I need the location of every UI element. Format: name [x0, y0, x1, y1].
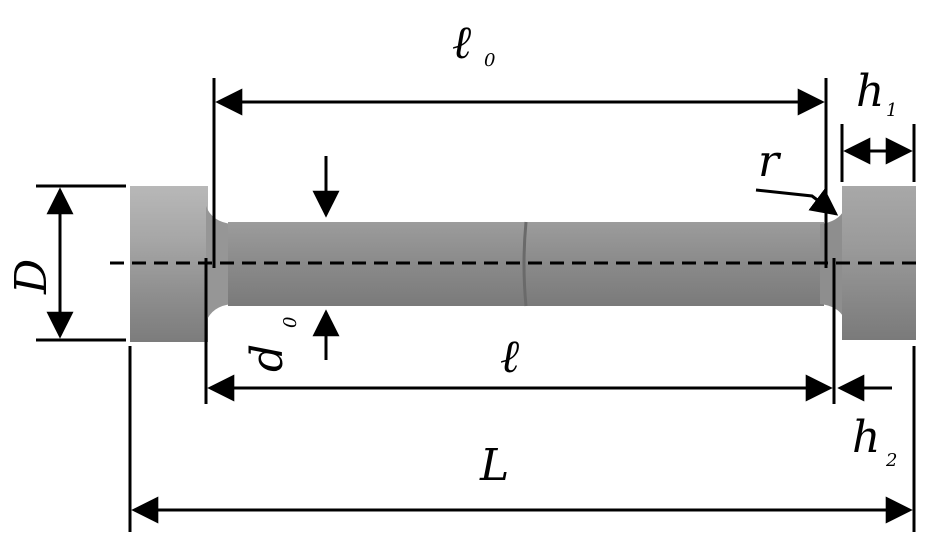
neck-mark [522, 221, 528, 307]
r-leader-line [755, 188, 839, 216]
label-d0: d [242, 344, 293, 372]
label-D: D [6, 259, 57, 295]
label-l: ℓ [500, 329, 520, 383]
label-h2: h [852, 412, 880, 463]
label-d0-sub: 0 [280, 317, 301, 328]
label-L: L [479, 440, 509, 491]
label-h1: h [856, 66, 884, 117]
label-h2-sub: 2 [885, 450, 897, 471]
label-h1-sub: 1 [886, 100, 897, 121]
label-l0-sub: 0 [484, 50, 495, 71]
label-r: r [758, 136, 782, 187]
extension-lines [36, 78, 916, 532]
label-l0: ℓ [452, 15, 472, 69]
